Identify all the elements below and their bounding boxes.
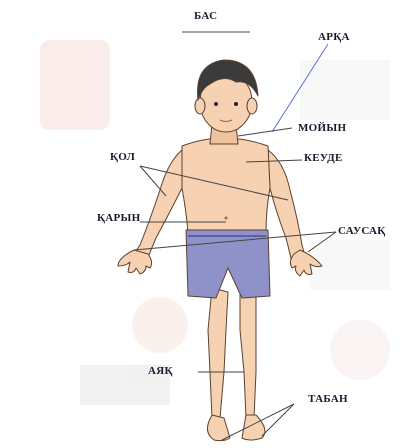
- right-arm: [268, 150, 305, 262]
- right-leg: [240, 288, 256, 418]
- label-arm: ҚОЛ: [110, 151, 135, 163]
- label-chest: КЕУДЕ: [304, 152, 343, 164]
- arm-pointer-1: [140, 166, 166, 196]
- right-foot: [242, 415, 265, 440]
- shorts: [186, 230, 270, 298]
- label-finger: САУСАҚ: [338, 225, 386, 237]
- label-back: АРҚА: [318, 31, 350, 43]
- label-leg: АЯҚ: [148, 365, 173, 377]
- neck-pointer: [238, 128, 292, 136]
- label-belly: ҚАРЫН: [97, 212, 141, 224]
- sole-pointer-2: [262, 404, 294, 436]
- label-head: БАС: [194, 10, 217, 22]
- left-foot: [207, 415, 230, 441]
- label-neck: МОЙЫН: [298, 122, 346, 134]
- left-hand: [118, 250, 152, 274]
- label-sole: ТАБАН: [308, 393, 348, 405]
- left-leg: [208, 288, 228, 418]
